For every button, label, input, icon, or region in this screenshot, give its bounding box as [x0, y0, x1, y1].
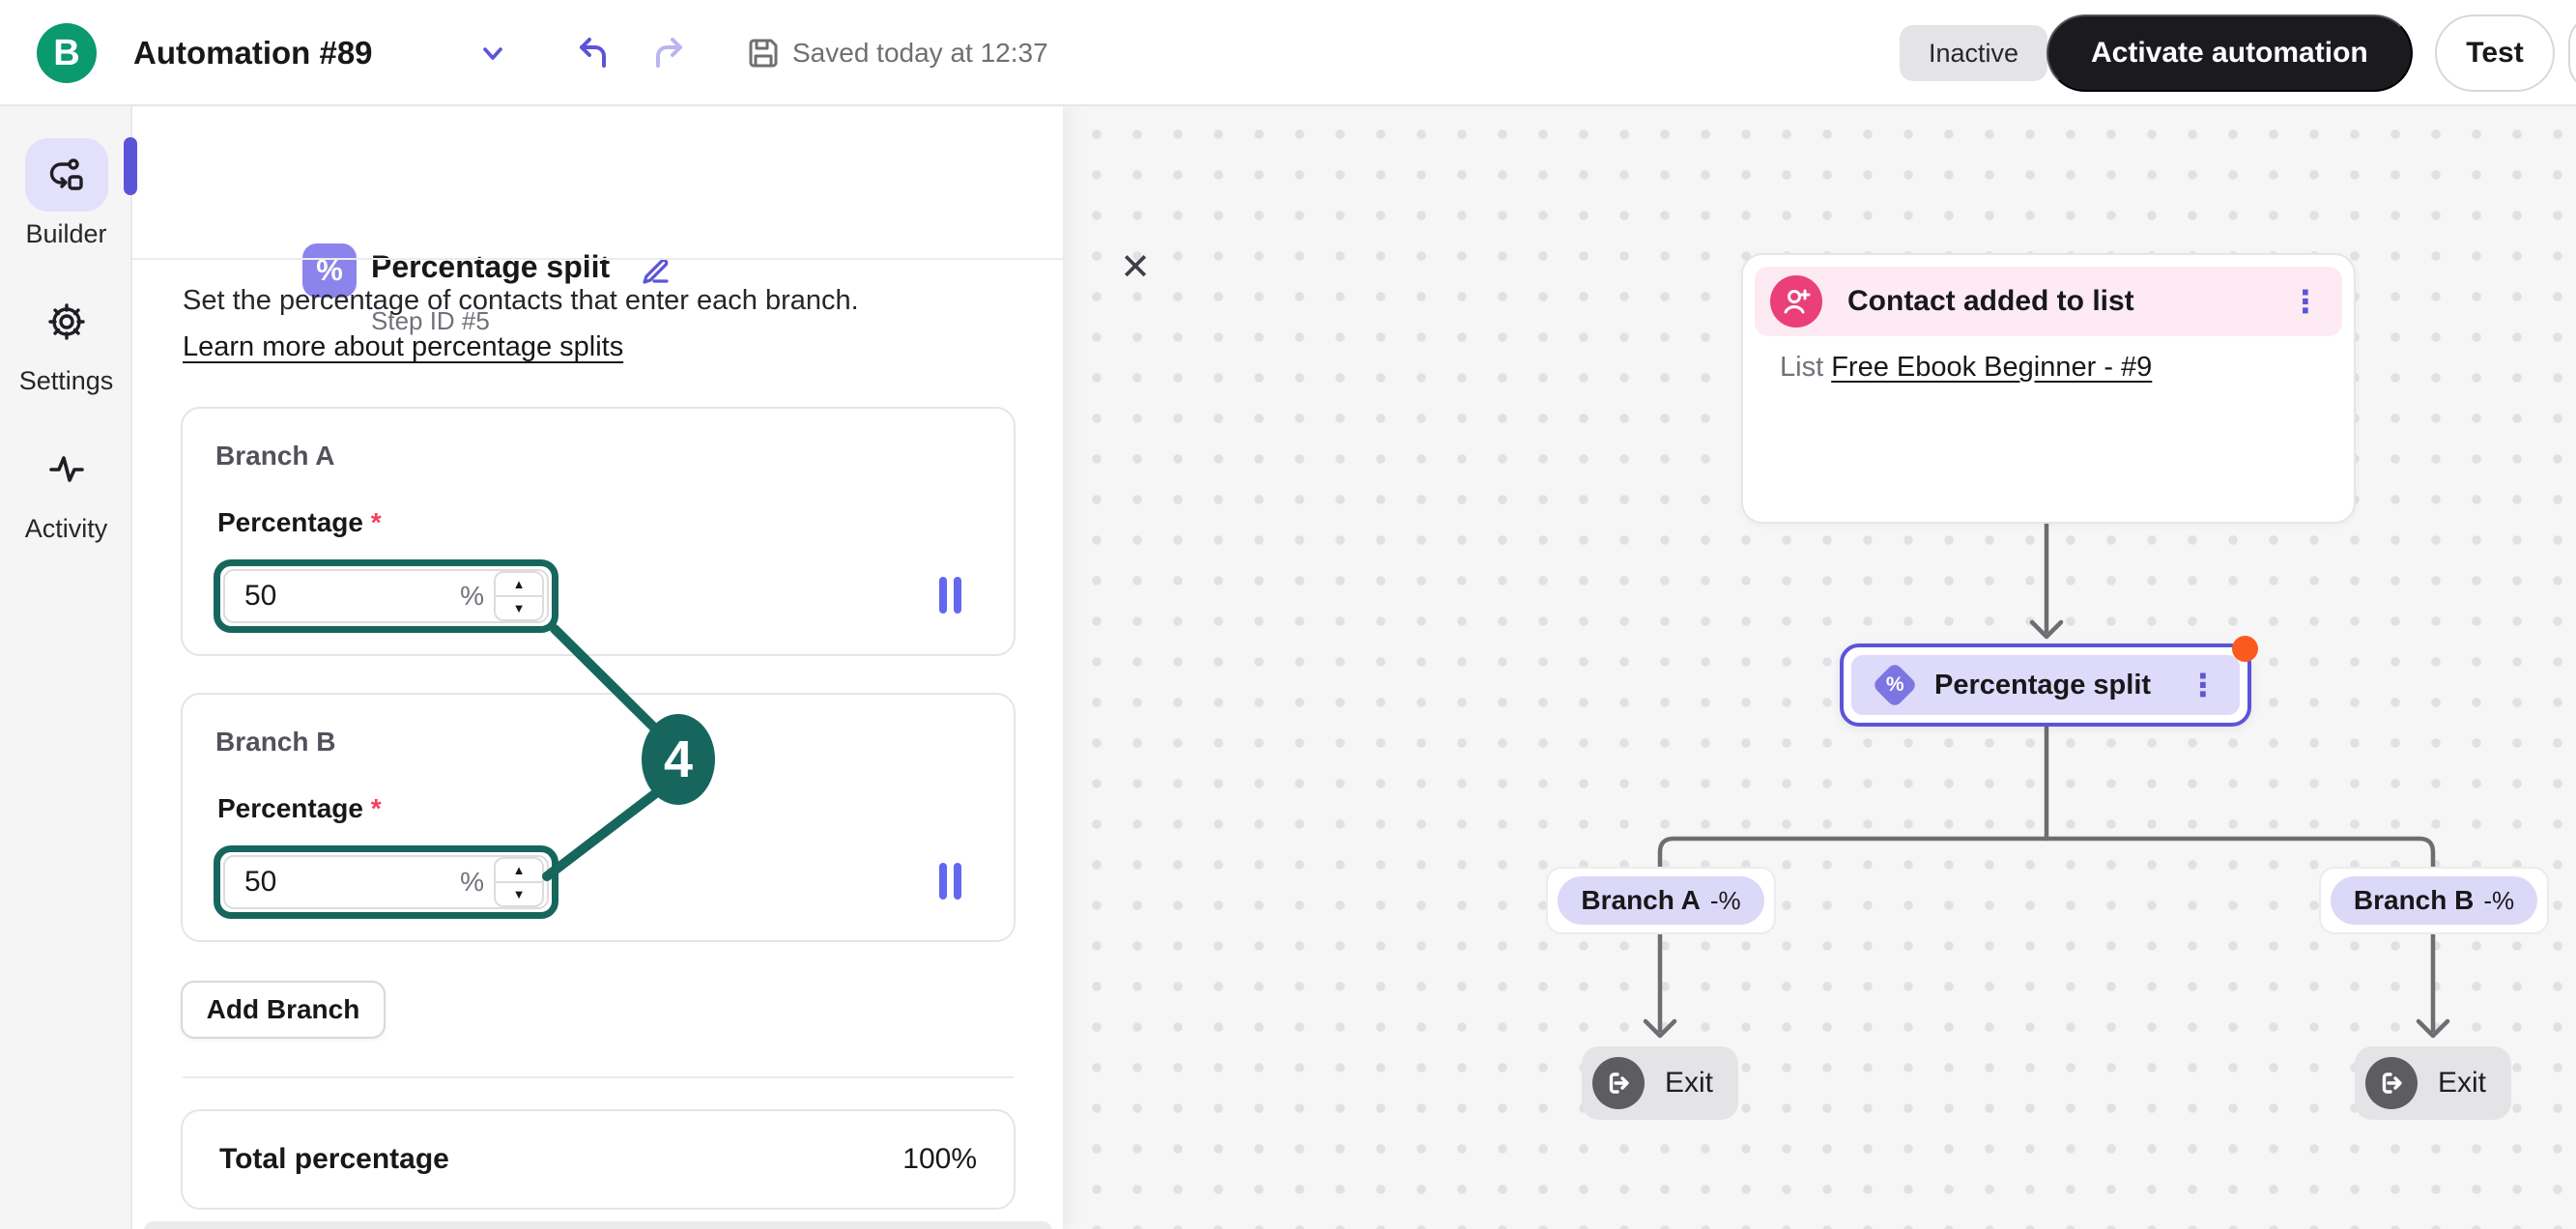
undo-icon[interactable]: [570, 0, 616, 106]
exit-label: Exit: [1665, 1067, 1714, 1099]
split-node-menu-icon[interactable]: ⋮: [2188, 668, 2218, 702]
panel-description: Set the percentage of contacts that ente…: [183, 285, 859, 316]
activate-automation-button[interactable]: Activate automation: [2046, 14, 2413, 92]
edit-title-icon[interactable]: [637, 251, 675, 290]
test-button[interactable]: Test: [2435, 14, 2555, 92]
branch-a-drag-handle-icon[interactable]: [939, 577, 961, 614]
sidebar-label: Builder: [25, 219, 107, 248]
contact-add-icon: [1770, 275, 1822, 328]
sidebar-item-activity[interactable]: Activity: [0, 433, 132, 544]
trigger-node-contact-added[interactable]: Contact added to list ⋮ List Free Ebook …: [1741, 253, 2356, 524]
branch-a-percentage-input[interactable]: [225, 580, 461, 613]
learn-more-link[interactable]: Learn more about percentage splits: [183, 331, 624, 362]
automation-title: Automation #89: [133, 35, 373, 71]
workflow-icon: [24, 138, 108, 212]
step-down-icon[interactable]: ▼: [512, 601, 526, 615]
list-link[interactable]: Free Ebook Beginner - #9: [1831, 352, 2153, 383]
activity-icon: [25, 433, 108, 506]
add-branch-button[interactable]: Add Branch: [181, 981, 386, 1039]
trigger-node-detail: List Free Ebook Beginner - #9: [1780, 352, 2152, 384]
builder-sidebar: Builder Settings Activity: [0, 106, 132, 1229]
redo-icon[interactable]: [645, 0, 692, 106]
sidebar-item-builder[interactable]: Builder: [0, 138, 132, 249]
percentage-split-icon: %: [302, 243, 357, 298]
top-bar: B Automation #89: [0, 0, 2576, 106]
exit-node-left[interactable]: Exit: [1582, 1046, 1738, 1120]
total-percentage-card: Total percentage 100%: [181, 1109, 1016, 1210]
exit-label: Exit: [2438, 1067, 2487, 1099]
divider: [132, 258, 1063, 260]
close-panel-icon[interactable]: ✕: [1120, 246, 1151, 288]
branch-b-percentage-input[interactable]: [225, 866, 461, 899]
step-id: Step ID #5: [371, 306, 490, 335]
save-icon: [742, 0, 785, 106]
branch-b-stepper[interactable]: ▲ ▼: [494, 857, 544, 907]
branch-a-input-highlight: % ▲ ▼: [214, 559, 558, 633]
percentage-label: Percentage *: [217, 793, 382, 823]
split-node-title: Percentage split: [1934, 669, 2152, 700]
sidebar-label: Settings: [18, 366, 114, 395]
sidebar-label: Activity: [24, 514, 108, 543]
title-chevron-down-icon[interactable]: [472, 0, 514, 106]
total-percentage-label: Total percentage: [219, 1143, 449, 1175]
branch-a-heading: Branch A: [215, 441, 335, 471]
exit-node-right[interactable]: Exit: [2355, 1046, 2511, 1120]
trigger-node-header: Contact added to list ⋮: [1755, 267, 2342, 336]
percentage-diamond-icon: %: [1871, 661, 1919, 709]
status-badge: Inactive: [1900, 25, 2048, 81]
gear-icon: [25, 285, 108, 358]
list-prefix: List: [1780, 352, 1824, 383]
branch-b-input-highlight: % ▲ ▼: [214, 845, 558, 919]
percent-unit: %: [460, 581, 484, 611]
step-up-icon[interactable]: ▲: [496, 859, 542, 883]
branch-b-card: Branch B Percentage * % ▲ ▼: [181, 693, 1016, 942]
branch-a-name: Branch A: [1581, 885, 1701, 915]
canvas-branch-b-chip[interactable]: Branch B -%: [2319, 867, 2549, 934]
unsaved-changes-dot: [2232, 636, 2258, 662]
percent-unit: %: [460, 867, 484, 897]
divider: [183, 1076, 1014, 1078]
branch-b-drag-handle-icon[interactable]: [939, 863, 961, 900]
step-down-icon[interactable]: ▼: [512, 887, 526, 901]
step-up-icon[interactable]: ▲: [496, 573, 542, 597]
saved-status: Saved today at 12:37: [792, 38, 1048, 68]
total-percentage-value: 100%: [902, 1143, 977, 1175]
split-node-band: % Percentage split ⋮: [1851, 655, 2240, 715]
split-node-percentage[interactable]: % Percentage split ⋮: [1840, 643, 2251, 727]
branch-b-heading: Branch B: [215, 727, 336, 757]
step-config-panel: % Percentage split Step ID #5 ✕ Set the …: [132, 106, 1151, 1229]
collapsed-section-edge: [144, 1221, 1052, 1229]
trigger-node-menu-icon[interactable]: ⋮: [2290, 284, 2321, 319]
panel-title: Percentage split: [371, 249, 611, 284]
brevo-logo[interactable]: B: [37, 23, 97, 83]
canvas-branch-a-chip[interactable]: Branch A -%: [1546, 867, 1776, 934]
more-button-partial[interactable]: [2568, 14, 2576, 92]
required-asterisk: *: [370, 793, 382, 823]
branch-b-name: Branch B: [2353, 885, 2475, 915]
panel-active-indicator: [124, 137, 137, 195]
branch-a-suffix: -%: [1709, 885, 1741, 915]
exit-icon: [1592, 1057, 1645, 1109]
trigger-node-title: Contact added to list: [1847, 285, 2134, 317]
branch-a-stepper[interactable]: ▲ ▼: [494, 571, 544, 621]
sidebar-item-settings[interactable]: Settings: [0, 285, 132, 396]
exit-icon: [2365, 1057, 2418, 1109]
required-asterisk: *: [370, 507, 382, 537]
branch-a-card: Branch A Percentage * % ▲ ▼: [181, 407, 1016, 656]
branch-b-suffix: -%: [2483, 885, 2515, 915]
percentage-label: Percentage *: [217, 507, 382, 537]
